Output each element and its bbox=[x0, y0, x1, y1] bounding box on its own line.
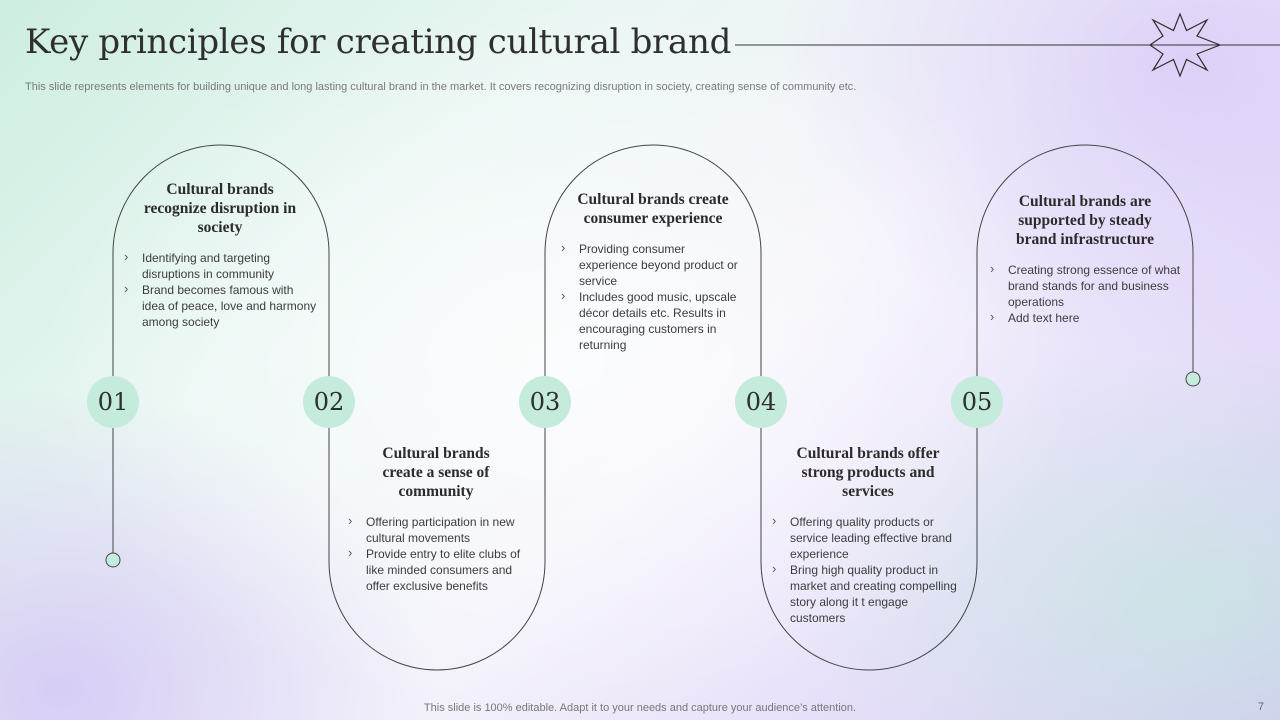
step-bullet: Offering quality products or service lea… bbox=[770, 514, 966, 562]
step-bullet-list: Identifying and targeting disruptions in… bbox=[122, 250, 318, 330]
step-card-05: Cultural brands are supported by steady … bbox=[988, 192, 1182, 326]
step-bullet-list: Offering quality products or service lea… bbox=[770, 514, 966, 626]
path-start-dot bbox=[106, 553, 120, 567]
step-bullet: Identifying and targeting disruptions in… bbox=[122, 250, 318, 282]
step-bullet: Provide entry to elite clubs of like min… bbox=[346, 546, 526, 594]
step-bullet: Bring high quality product in market and… bbox=[770, 562, 966, 626]
path-end-dot bbox=[1186, 372, 1200, 386]
step-title: Cultural brands recognize disruption in … bbox=[122, 180, 318, 237]
step-bullet-list: Offering participation in new cultural m… bbox=[346, 514, 526, 594]
step-bullet: Providing consumer experience beyond pro… bbox=[559, 241, 747, 289]
step-bullet-list: Creating strong essence of what brand st… bbox=[988, 262, 1182, 326]
step-number-02: 02 bbox=[303, 376, 355, 428]
step-number-03: 03 bbox=[519, 376, 571, 428]
step-bullet: Add text here bbox=[988, 310, 1182, 326]
slide-footer: This slide is 100% editable. Adapt it to… bbox=[0, 702, 1280, 714]
step-card-03: Cultural brands create consumer experien… bbox=[559, 190, 747, 353]
step-card-01: Cultural brands recognize disruption in … bbox=[122, 180, 318, 330]
step-bullet: Brand becomes famous with idea of peace,… bbox=[122, 282, 318, 330]
step-title: Cultural brands create consumer experien… bbox=[559, 190, 747, 228]
step-title: Cultural brands create a sense of commun… bbox=[346, 444, 526, 501]
step-bullet: Includes good music, upscale décor detai… bbox=[559, 289, 747, 353]
step-title: Cultural brands are supported by steady … bbox=[988, 192, 1182, 249]
step-number-04: 04 bbox=[735, 376, 787, 428]
step-title: Cultural brands offer strong products an… bbox=[770, 444, 966, 501]
step-card-04: Cultural brands offer strong products an… bbox=[770, 444, 966, 626]
step-card-02: Cultural brands create a sense of commun… bbox=[346, 444, 526, 594]
page-number: 7 bbox=[1258, 701, 1264, 713]
step-bullet: Creating strong essence of what brand st… bbox=[988, 262, 1182, 310]
step-bullet: Offering participation in new cultural m… bbox=[346, 514, 526, 546]
step-number-01: 01 bbox=[87, 376, 139, 428]
step-bullet-list: Providing consumer experience beyond pro… bbox=[559, 241, 747, 353]
step-number-05: 05 bbox=[951, 376, 1003, 428]
